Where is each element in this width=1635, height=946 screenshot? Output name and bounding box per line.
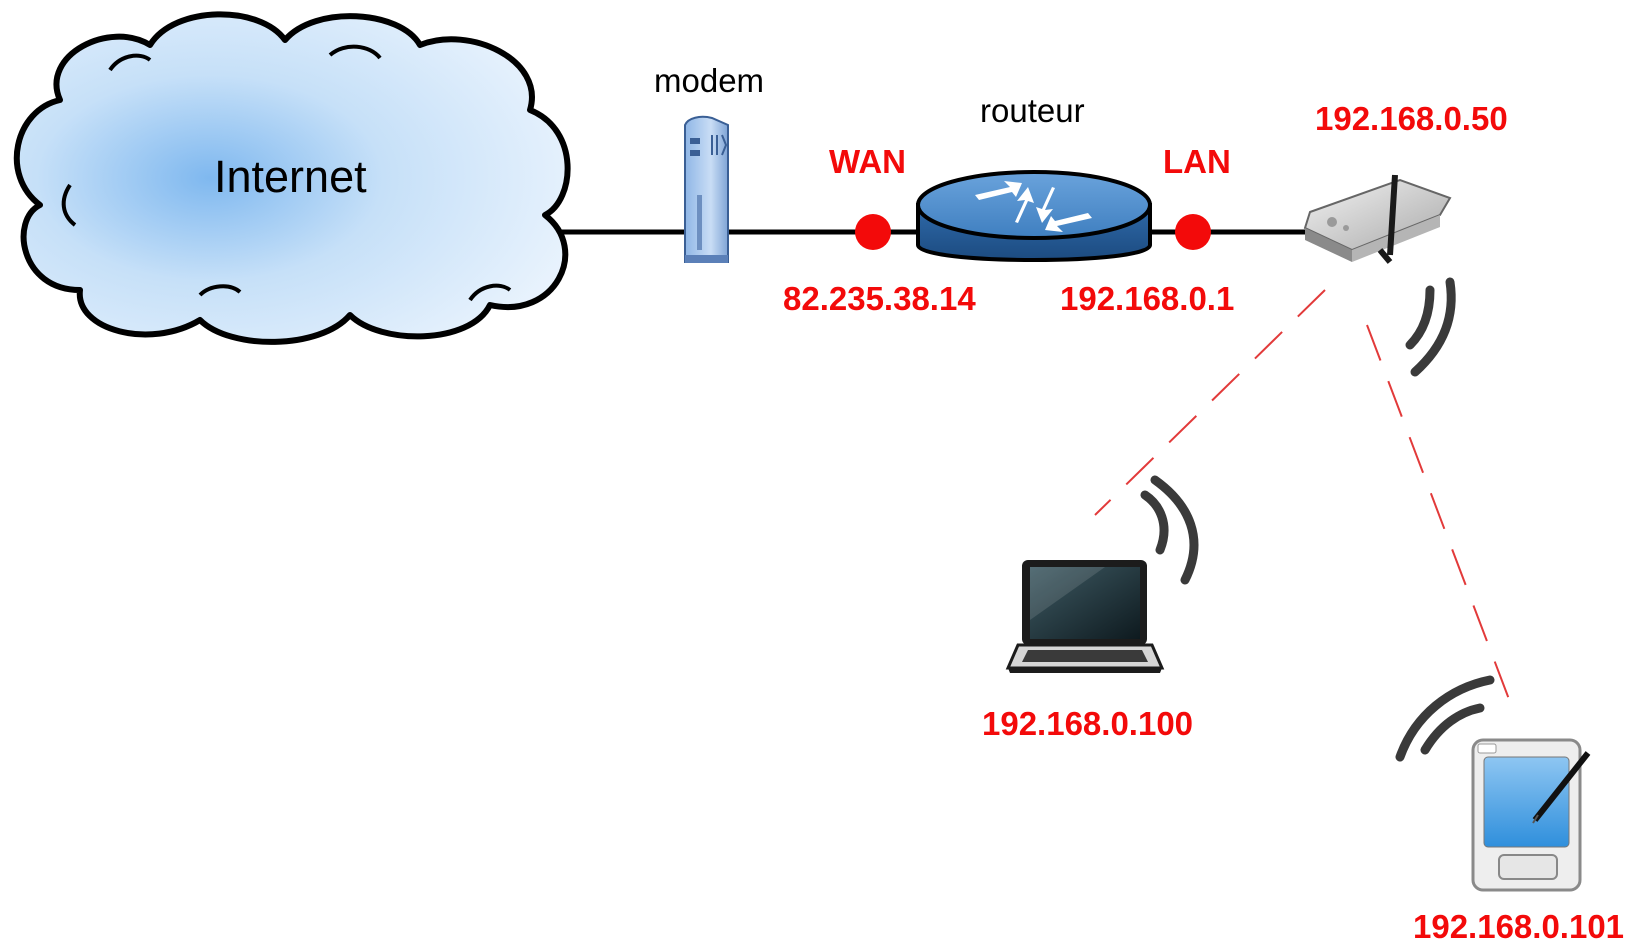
laptop-ip-label: 192.168.0.100 (982, 705, 1194, 742)
modem-icon (684, 115, 729, 263)
wireless-access-point-icon (1303, 174, 1452, 264)
pda-ip-label: 192.168.0.101 (1413, 908, 1625, 945)
access-point-ip-label: 192.168.0.50 (1315, 100, 1508, 137)
laptop-signal-waves-icon (1140, 475, 1199, 585)
wireless-link-pda (1366, 324, 1516, 716)
laptop-icon (1005, 560, 1165, 673)
wan-ip-label: 82.235.38.14 (783, 280, 976, 317)
router-icon (916, 170, 1152, 262)
wireless-link-laptop (1094, 289, 1326, 516)
pda-signal-waves-icon (1395, 675, 1495, 762)
pda-icon (1471, 738, 1591, 892)
wan-label: WAN (829, 143, 906, 180)
lan-label: LAN (1163, 143, 1231, 180)
internet-label: Internet (214, 151, 367, 202)
ap-signal-waves-icon (1405, 277, 1456, 377)
internet-cloud-icon (13, 11, 571, 345)
wan-port-dot (855, 214, 891, 250)
modem-label: modem (654, 62, 765, 99)
lan-ip-label: 192.168.0.1 (1060, 280, 1235, 317)
router-label: routeur (980, 92, 1085, 129)
lan-port-dot (1175, 214, 1211, 250)
